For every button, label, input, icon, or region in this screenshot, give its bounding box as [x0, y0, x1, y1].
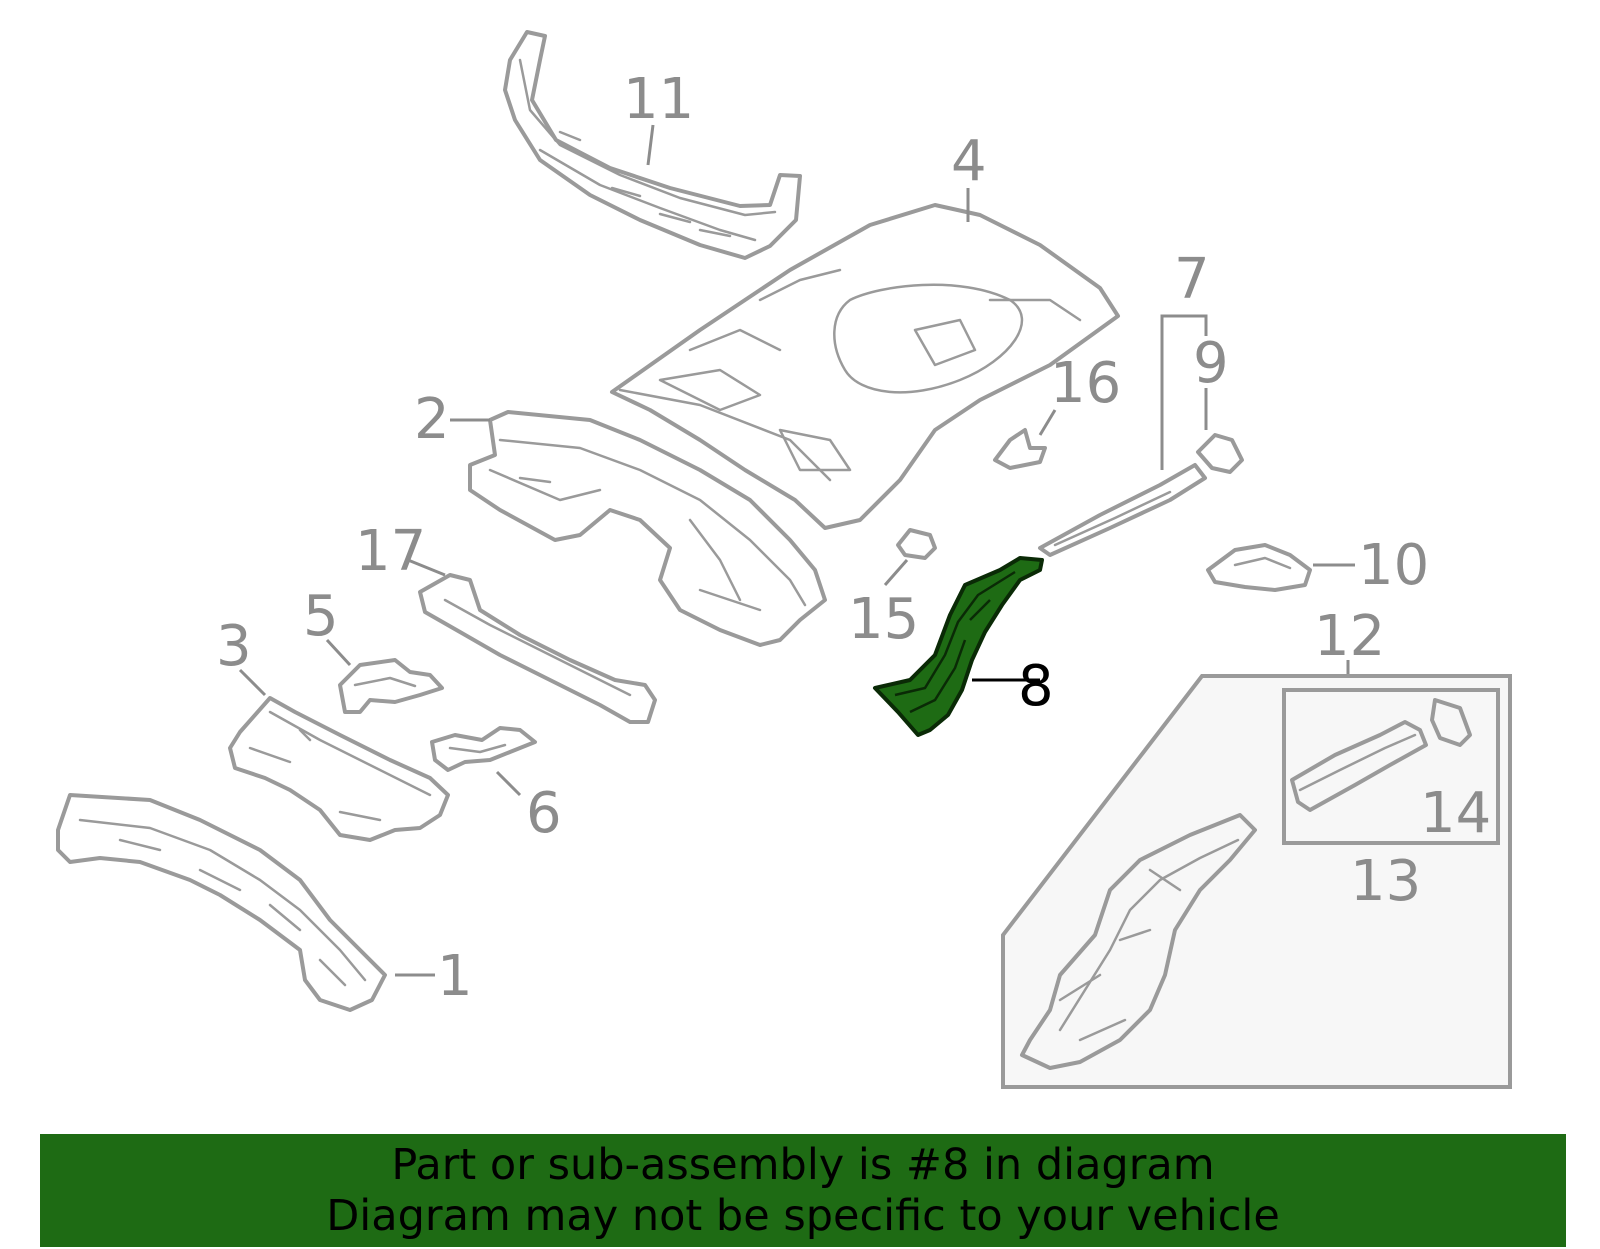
banner-line-1: Part or sub-assembly is #8 in diagram	[391, 1139, 1215, 1190]
part-7[interactable]	[1038, 463, 1207, 557]
part-1[interactable]	[56, 793, 387, 1012]
inset-box-13	[1282, 688, 1500, 845]
part-3[interactable]	[228, 696, 450, 842]
info-banner: Part or sub-assembly is #8 in diagram Di…	[40, 1134, 1566, 1247]
callout-6: 6	[526, 781, 562, 846]
callout-4: 4	[951, 129, 987, 194]
callout-16: 16	[1050, 351, 1121, 416]
part-11[interactable]	[503, 30, 802, 260]
callout-9: 9	[1193, 331, 1229, 396]
inset-box-12	[1001, 674, 1512, 1089]
callout-12: 12	[1314, 604, 1385, 669]
callout-14: 14	[1420, 781, 1491, 846]
part-8-highlighted[interactable]	[873, 556, 1044, 737]
callout-labels: 11 4 7 9 16 2 17 10 15 5 3 12 8 6 14 13 …	[216, 67, 1491, 1009]
callout-10: 10	[1358, 533, 1429, 598]
part-6[interactable]	[430, 726, 537, 772]
callout-15: 15	[848, 587, 919, 652]
part-15[interactable]	[896, 528, 937, 560]
callout-3: 3	[216, 614, 252, 679]
part-2[interactable]	[468, 410, 827, 647]
callout-5: 5	[303, 584, 339, 649]
callout-1: 1	[437, 944, 473, 1009]
callout-2: 2	[414, 387, 450, 452]
callout-8: 8	[1018, 654, 1054, 719]
part-5[interactable]	[338, 658, 444, 714]
callout-13: 13	[1350, 849, 1421, 914]
callout-11: 11	[623, 67, 694, 132]
callout-7: 7	[1174, 247, 1210, 312]
part-10[interactable]	[1206, 543, 1312, 592]
part-17[interactable]	[418, 573, 657, 724]
part-9[interactable]	[1196, 433, 1244, 474]
callout-17: 17	[355, 519, 426, 584]
part-16[interactable]	[993, 428, 1047, 470]
banner-line-2: Diagram may not be specific to your vehi…	[326, 1190, 1280, 1241]
part-4[interactable]	[610, 203, 1120, 530]
